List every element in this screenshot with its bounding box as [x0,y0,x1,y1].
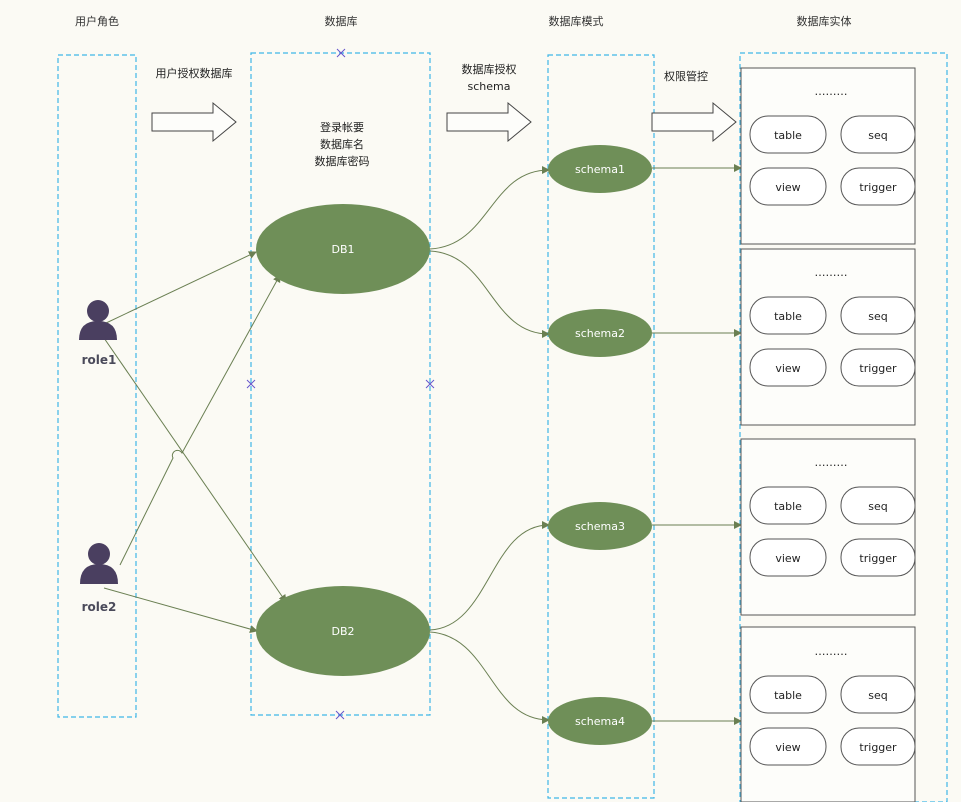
entity-group-4-ellipsis: ……… [815,645,848,658]
schema1-node[interactable] [548,145,652,193]
entity-group-3-view[interactable] [749,538,827,577]
entity-group-2-trigger-label: trigger [859,362,897,375]
entity-group-1-table-label: table [774,129,802,142]
entity-group-3-seq-label: seq [868,500,887,513]
schema4-node[interactable] [548,697,652,745]
block-arrow-schema-to-entities [651,101,737,143]
entity-group-1-view[interactable] [749,167,827,206]
column-title-databases: 数据库 [325,14,358,28]
label-db-grant-schema-line1: 数据库授权 [462,62,517,76]
edge-role2-db2 [103,587,258,633]
role1-label: role1 [82,353,117,367]
roles-column-container [57,54,137,718]
schema2-label: schema2 [575,327,625,340]
entity-group-2-seq[interactable] [840,296,916,335]
entity-group-3-ellipsis: ……… [815,456,848,469]
role2-person-icon [80,543,118,584]
edge-db2-schema3 [429,521,550,631]
entity-group-3-seq[interactable] [840,486,916,525]
edge-db2-schema4 [429,631,550,724]
entity-group-2-view-label: view [775,362,800,375]
selection-marker-right [425,379,435,389]
role2-label: role2 [82,600,117,614]
role1-person-icon [79,300,117,340]
column-title-roles: 用户角色 [75,14,119,28]
entity-group-1-seq[interactable] [840,115,916,154]
schema2-node[interactable] [548,309,652,357]
entity-group-4-view-label: view [775,741,800,754]
selection-markers [246,48,435,720]
entity-group-3-table-label: table [774,500,802,513]
entity-group-2-table[interactable] [749,296,827,335]
entity-group-1-ellipsis: ……… [815,85,848,98]
entity-group-2-view[interactable] [749,348,827,387]
label-db-grant-schema-line2: schema [468,80,511,93]
entity-group-3-view-label: view [775,552,800,565]
entity-group-2-ellipsis: ……… [815,266,848,279]
entity-group-1-trigger-label: trigger [859,181,897,194]
column-title-schemas: 数据库模式 [549,14,604,28]
entity-group-4-trigger[interactable] [840,727,916,766]
entity-group-4-table-label: table [774,689,802,702]
schema3-node[interactable] [548,502,652,550]
edge-role1-db1 [103,251,257,325]
block-arrow-db-to-schema [446,101,532,143]
entity-group-4-view[interactable] [749,727,827,766]
entity-group-3-table[interactable] [749,486,827,525]
label-user-grant-db: 用户授权数据库 [156,66,233,80]
entities-column-container [739,52,948,802]
entity-group-1-table[interactable] [749,115,827,154]
db-note-password: 数据库密码 [315,154,370,168]
selection-marker-top [336,48,346,58]
block-arrow-roles-to-db [151,101,237,143]
entity-group-2 [740,248,916,426]
db1-label: DB1 [331,243,354,256]
db-note-login: 登录帐要 [320,120,364,134]
schema4-label: schema4 [575,715,625,728]
edge-role2-db1 [119,274,281,566]
entity-group-3-trigger-label: trigger [859,552,897,565]
entity-group-2-table-label: table [774,310,802,323]
entity-group-4 [740,626,916,802]
edge-db1-schema1 [429,166,550,250]
selection-marker-left [246,379,256,389]
entity-group-1-seq-label: seq [868,129,887,142]
entity-group-2-trigger[interactable] [840,348,916,387]
schema3-label: schema3 [575,520,625,533]
db2-node[interactable] [256,586,430,676]
db1-node[interactable] [256,204,430,294]
entity-group-4-table[interactable] [749,675,827,714]
entity-group-1-view-label: view [775,181,800,194]
entity-group-4-trigger-label: trigger [859,741,897,754]
entity-group-4-seq[interactable] [840,675,916,714]
entity-group-3-trigger[interactable] [840,538,916,577]
db2-label: DB2 [331,625,354,638]
db-note-dbname: 数据库名 [320,137,364,151]
entity-group-3 [740,438,916,616]
edge-role1-db2 [103,337,287,603]
entity-group-4-seq-label: seq [868,689,887,702]
entity-group-2-seq-label: seq [868,310,887,323]
selection-marker-bottom [335,710,345,720]
schemas-column-container [547,54,655,799]
column-title-entities: 数据库实体 [797,14,852,28]
label-permission-control: 权限管控 [664,69,708,83]
entity-group-1 [740,67,916,245]
edge-db1-schema2 [429,250,550,338]
schema1-label: schema1 [575,163,625,176]
entity-group-1-trigger[interactable] [840,167,916,206]
